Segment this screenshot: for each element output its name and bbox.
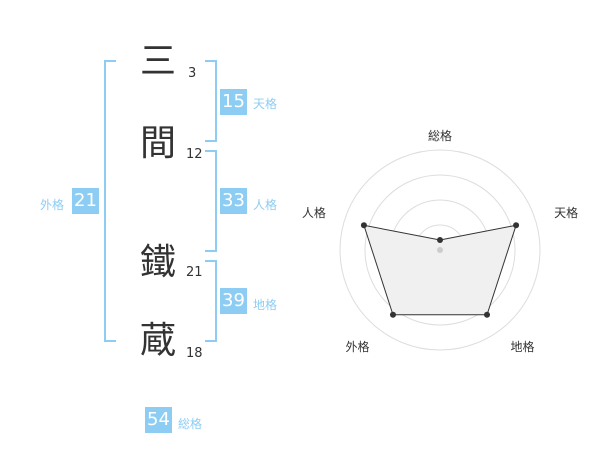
radar-ring [339, 149, 541, 351]
jinkaku-bracket [205, 150, 217, 252]
soukaku-label: 総格 [178, 417, 203, 431]
radar-ring [364, 174, 516, 326]
stroke-count-3: 21 [186, 265, 203, 280]
radar-point-3 [484, 311, 491, 318]
stroke-count-2: 12 [186, 147, 203, 162]
name-char-3: 鐵 [140, 242, 177, 283]
radar-axis-label-2: 天格 [554, 205, 578, 220]
gaikaku-bracket [104, 60, 116, 342]
radar-points [360, 222, 520, 318]
name-char-2: 間 [140, 123, 177, 164]
stroke-count-4: 18 [186, 346, 203, 361]
chikaku-value-badge: 39 [220, 288, 247, 314]
radar-axis-label-1: 総格 [428, 128, 452, 143]
radar-axis-label-3: 地格 [511, 339, 535, 354]
radar-point-5 [360, 222, 367, 229]
tenkaku-bracket [205, 60, 217, 142]
chikaku-bracket [205, 260, 217, 342]
name-char-4: 蔵 [140, 320, 177, 361]
soukaku-value-badge: 54 [145, 407, 172, 433]
chikaku-label: 地格 [253, 298, 278, 312]
stroke-count-1: 3 [188, 66, 197, 81]
name-char-1: 三 [140, 41, 177, 82]
radar-axis-label-5: 人格 [302, 205, 326, 220]
radar-center-point [437, 247, 443, 253]
radar-point-2 [513, 222, 520, 229]
gaikaku-label: 外格 [40, 198, 65, 212]
radar-point-1 [437, 237, 443, 243]
gaikaku-value-badge: 21 [72, 188, 99, 214]
radar-point-4 [389, 311, 396, 318]
tenkaku-label: 天格 [253, 97, 278, 111]
radar-axis-label-4: 外格 [345, 339, 369, 354]
jinkaku-label: 人格 [253, 198, 278, 212]
radar-data-area [363, 224, 517, 316]
jinkaku-value-badge: 33 [220, 188, 247, 214]
tenkaku-value-badge: 15 [220, 89, 247, 115]
